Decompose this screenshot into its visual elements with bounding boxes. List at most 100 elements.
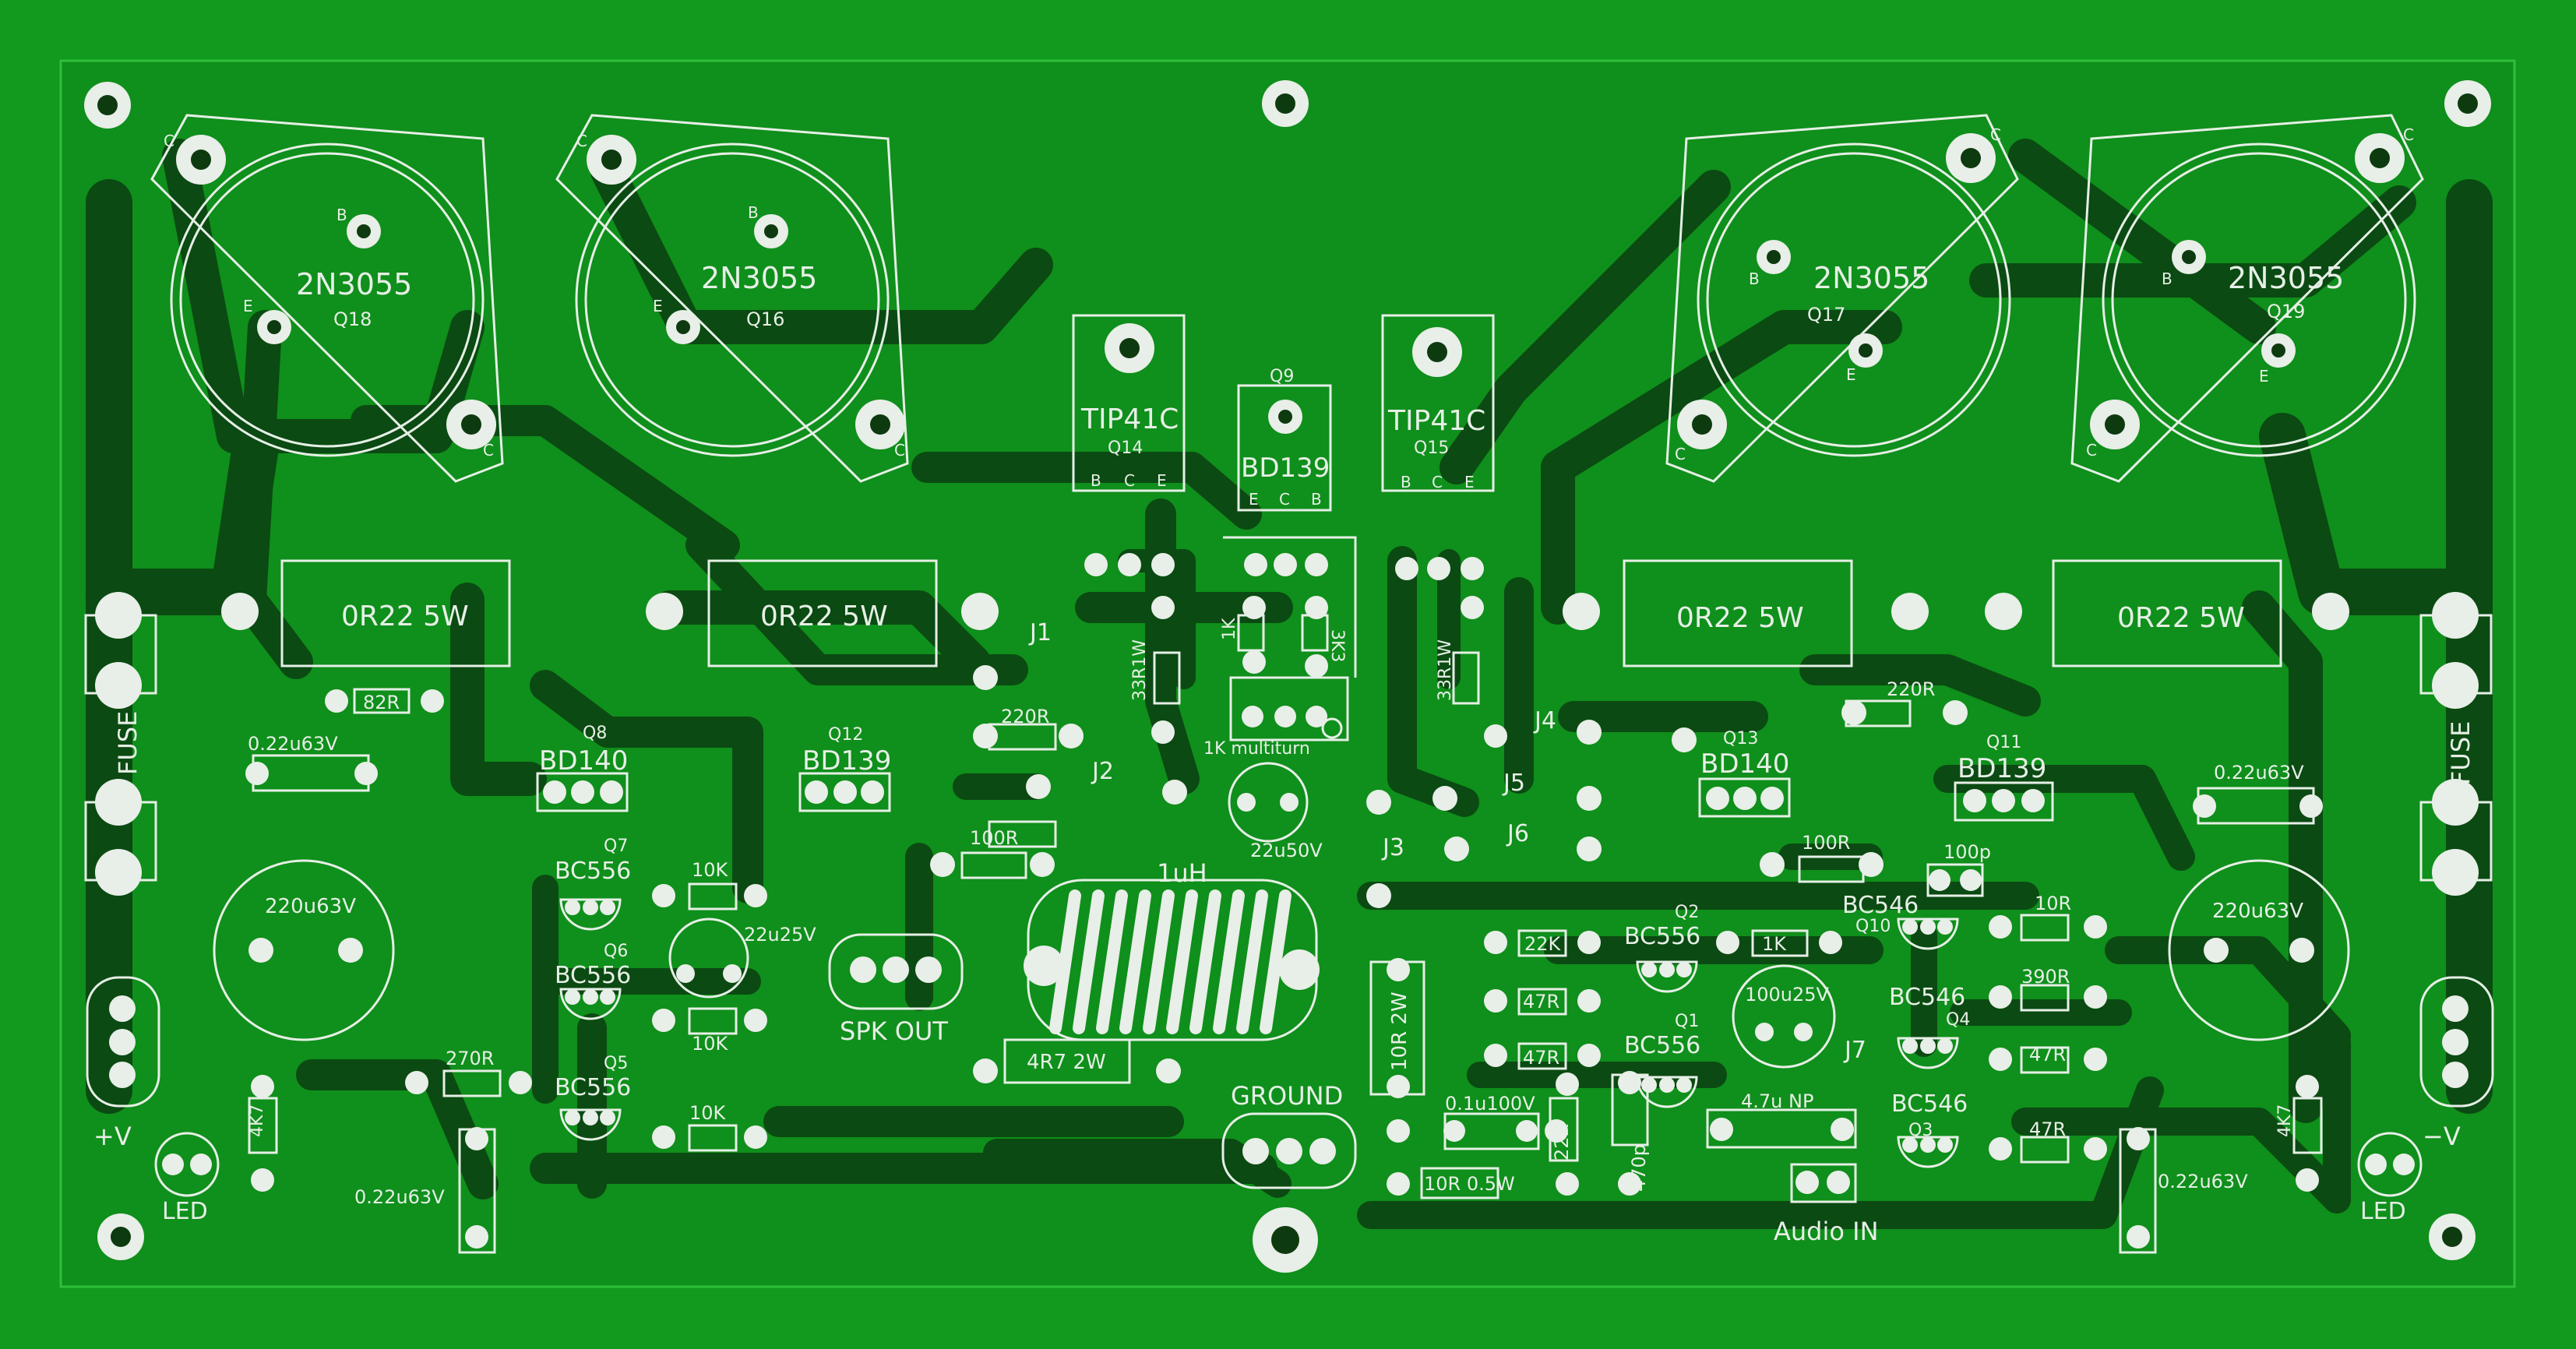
q8-ref-label: Q8 [583, 724, 607, 743]
r220a-label: 220R [1001, 706, 1049, 727]
q16-part-label: 2N3055 [701, 261, 817, 295]
r82-label: 82R [363, 692, 400, 713]
pin-label: C [576, 132, 587, 150]
q9-part-label: BD139 [1241, 453, 1330, 484]
audio-in-label: Audio IN [1774, 1217, 1879, 1246]
c022-2-label: 0.22u63V [2214, 762, 2304, 784]
q2-ref-label: Q2 [1675, 903, 1699, 922]
j5-label: J5 [1502, 770, 1525, 797]
q2-part-label: BC556 [1624, 923, 1700, 950]
q18-part-label: 2N3055 [296, 267, 412, 301]
r10k3-label: 10K [689, 1102, 727, 1124]
q14-outline [1072, 314, 1186, 492]
pin-label: B [1091, 471, 1101, 490]
j4-label: J4 [1533, 707, 1556, 734]
ground-label: GROUND [1231, 1081, 1343, 1111]
r270-label: 270R [446, 1048, 494, 1069]
r22k1-label: 22K [1524, 933, 1562, 955]
q8-part-label: BD140 [539, 745, 628, 777]
q18-outline [150, 114, 504, 483]
q16-outline [555, 114, 909, 483]
j2-label: J2 [1091, 758, 1114, 785]
q19-part-label: 2N3055 [2228, 261, 2344, 295]
r10r-label: 10R [2035, 893, 2071, 914]
q3-part-label: BC546 [1891, 1090, 1968, 1118]
j3-label: J3 [1381, 834, 1404, 861]
q13-ref-label: Q13 [1723, 729, 1758, 748]
q12-part-label: BD139 [802, 745, 891, 777]
pin-label: E [1846, 365, 1856, 384]
r47-2-label: 47R [1523, 1047, 1559, 1069]
r47-1-label: 47R [1523, 991, 1559, 1013]
r100a-label: 100R [970, 827, 1018, 849]
pads [84, 80, 2491, 1273]
r1k-label: 1K [1220, 618, 1239, 640]
mounting-hole [97, 1213, 144, 1260]
pin-label: E [653, 297, 663, 315]
q4-part-label: BC546 [1889, 984, 1965, 1011]
q1-ref-label: Q1 [1675, 1012, 1699, 1031]
pin-label: B [748, 203, 759, 222]
pin-label: B [1311, 490, 1322, 509]
q7-ref-label: Q7 [604, 837, 628, 856]
r10r05-label: 10R 0.5W [1424, 1173, 1515, 1195]
r-out4-label: 0R22 5W [2117, 602, 2245, 634]
pin-label: B [1401, 473, 1411, 491]
minus-v-label: −V [2423, 1122, 2461, 1151]
q14-ref-label: Q14 [1108, 439, 1143, 458]
silkscreen-text: 2N3055 Q18 2N3055 Q16 2N3055 Q17 2N3055 … [93, 125, 2476, 1246]
plus-v-label: +V [93, 1122, 132, 1151]
r47-3-label: 47R [2029, 1044, 2066, 1065]
mounting-hole [1262, 80, 1309, 127]
j1-label: J1 [1028, 619, 1052, 646]
r22k2-label: 22K [1551, 1123, 1573, 1161]
q4-ref-label: Q4 [1946, 1010, 1970, 1030]
q7-part-label: BC556 [555, 858, 631, 885]
pin-label: E [1157, 471, 1167, 490]
c22u50-label: 22u50V [1250, 840, 1323, 861]
j7-label: J7 [1843, 1037, 1866, 1064]
mounting-hole [2429, 1213, 2476, 1260]
r10k2-label: 10K [692, 1033, 729, 1055]
r100b-label: 100R [1802, 832, 1850, 854]
pin-label: C [164, 132, 174, 150]
c100p-label: 100p [1943, 841, 1991, 863]
q17-part-label: 2N3055 [1813, 261, 1929, 295]
q10-ref-label: Q10 [1855, 917, 1891, 936]
r220b-label: 220R [1887, 678, 1935, 700]
q11-ref-label: Q11 [1986, 733, 2021, 752]
pin-label: E [243, 297, 253, 315]
trimpot-label: 1K multiturn [1203, 739, 1310, 759]
fuse-right-label: FUSE [2446, 721, 2476, 785]
q5-ref-label: Q5 [604, 1054, 628, 1073]
spk-out-label: SPK OUT [840, 1016, 948, 1046]
q5-part-label: BC556 [555, 1074, 631, 1101]
pin-label: C [1675, 445, 1686, 463]
pin-label: B [1749, 269, 1760, 288]
q15-ref-label: Q15 [1414, 439, 1449, 458]
mounting-hole [2444, 80, 2491, 127]
r1k-b-label: 1K [1762, 933, 1787, 955]
led-left-label: LED [162, 1198, 208, 1225]
q16-ref-label: Q16 [746, 308, 784, 330]
q11-part-label: BD139 [1958, 753, 2046, 784]
r47-4-label: 47R [2029, 1118, 2066, 1140]
c022-3-label: 0.22u63V [354, 1186, 445, 1208]
q17-outline [1665, 114, 2019, 483]
r33b-label: 33R1W [1436, 639, 1455, 701]
pin-label: C [483, 441, 494, 460]
pin-label: C [894, 441, 905, 460]
pin-label: E [1249, 490, 1259, 509]
pin-label: C [1279, 490, 1290, 509]
pin-label: C [2086, 441, 2097, 460]
q3-ref-label: Q3 [1908, 1121, 1933, 1140]
q9-ref-label: Q9 [1270, 367, 1294, 386]
q15-part-label: TIP41C [1387, 405, 1485, 437]
q12-ref-label: Q12 [828, 725, 863, 745]
pin-label: C [1124, 471, 1135, 490]
pin-label: C [1990, 125, 2001, 144]
r4r7-label: 4R7 2W [1027, 1051, 1106, 1074]
q18-ref-label: Q18 [333, 308, 372, 330]
r10k1-label: 10K [692, 859, 729, 881]
r10r2w-label: 10R 2W [1388, 991, 1411, 1071]
